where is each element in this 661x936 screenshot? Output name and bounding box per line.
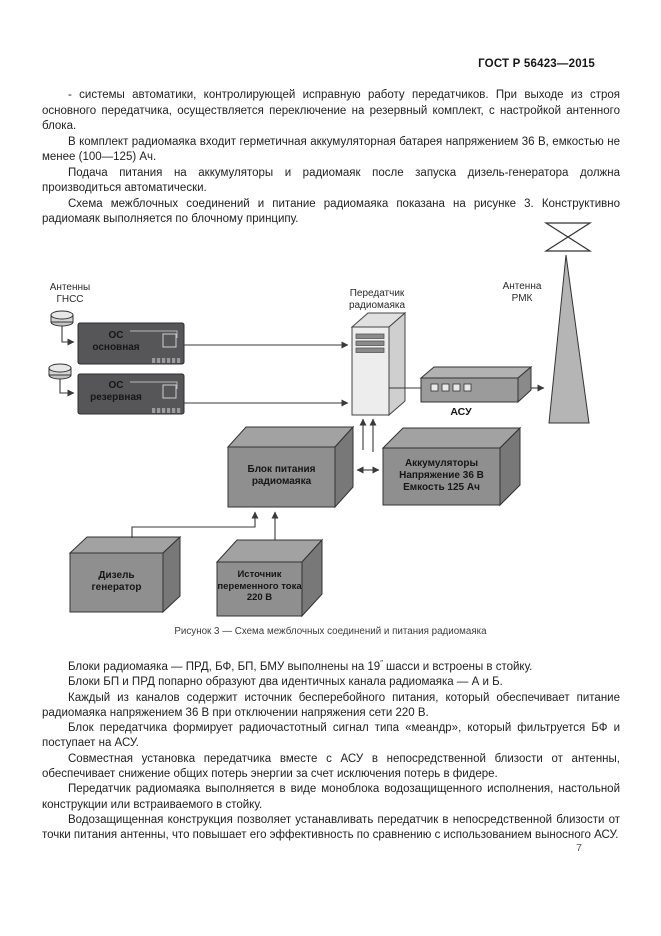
document-number-header: ГОСТ Р 56423—2015 [478, 58, 595, 70]
os-reserve-unit [77, 373, 185, 415]
intro-text-block: - системы автоматики, контролирующей исп… [42, 88, 620, 228]
figure-caption: Рисунок 3 — Схема межблочных соединений … [174, 626, 487, 637]
paragraph: Блок передатчика формирует радиочастотны… [42, 722, 620, 750]
transmitter-tower [350, 311, 407, 417]
connector-diesel-to-power [131, 511, 259, 538]
connector-gnss-to-os-reserve [59, 379, 75, 397]
paragraph: Блоки БП и ПРД попарно образуют два иден… [68, 676, 503, 689]
paragraph: Блоки радиомаяка — ПРД, БФ, БП, БМУ выпо… [42, 658, 620, 675]
connector-lines [59, 326, 545, 540]
paragraph: Каждый из каналов содержит источник бесп… [42, 691, 620, 719]
label-os-reserve: ОС резервная [90, 380, 142, 403]
gnss-antenna-icon-main [50, 310, 74, 327]
power-supply-unit [226, 425, 355, 509]
body-text-block: Блоки радиомаяка — ПРД, БФ, БП, БМУ выпо… [42, 658, 620, 844]
page-number: 7 [576, 842, 582, 854]
ac-source-unit [215, 538, 324, 618]
paragraph: Подача питания на аккумуляторы и радиома… [42, 166, 620, 195]
label-rmk-antenna: Антенна РМК [502, 281, 542, 304]
label-asu: АСУ [450, 406, 472, 418]
paragraph: В комплект радиомаяка входит герметичная… [42, 135, 620, 164]
paragraph-text: Блоки радиомаяка — ПРД, БФ, БП, БМУ выпо… [68, 661, 381, 673]
asu-unit [419, 365, 533, 404]
os-main-unit [77, 322, 185, 365]
gnss-antenna-icon-reserve [48, 363, 72, 380]
batteries-unit [381, 426, 522, 507]
paragraph: - системы автоматики, контролирующей исп… [42, 89, 620, 132]
connector-gnss-to-os-main [61, 326, 75, 346]
rmk-mast-icon [548, 254, 590, 424]
paragraph: Совместная установка передатчика вместе … [42, 752, 620, 781]
label-transmitter: Передатчик радиомаяка [348, 288, 406, 311]
label-gnss-antennas: Антенны ГНСС [49, 282, 91, 305]
paragraph: Водозащищенная конструкция позволяет уст… [42, 813, 620, 842]
diesel-generator-unit [68, 535, 182, 614]
label-batteries: Аккумуляторы Напряжение 36 В Емкость 125… [399, 458, 484, 493]
paragraph: Схема межблочных соединений и питание ра… [42, 197, 620, 226]
paragraph: Передатчик радиомаяка выполняется в виде… [42, 783, 620, 811]
figure-3-diagram: Антенны ГНСС ОС основная ОС резервная Пе… [0, 222, 661, 624]
inch-superscript: ″ [380, 658, 383, 668]
label-ac-source: Источник переменного тока 220 В [217, 569, 302, 603]
label-diesel-generator: Дизель генератор [91, 570, 142, 593]
block-diagram-canvas [48, 222, 593, 618]
label-power-unit: Блок питания радиомаяка [247, 464, 316, 487]
label-os-main: ОС основная [92, 330, 140, 353]
rmk-antenna-icon [543, 222, 593, 252]
paragraph-text: шасси и встроены в стойку. [382, 661, 533, 673]
